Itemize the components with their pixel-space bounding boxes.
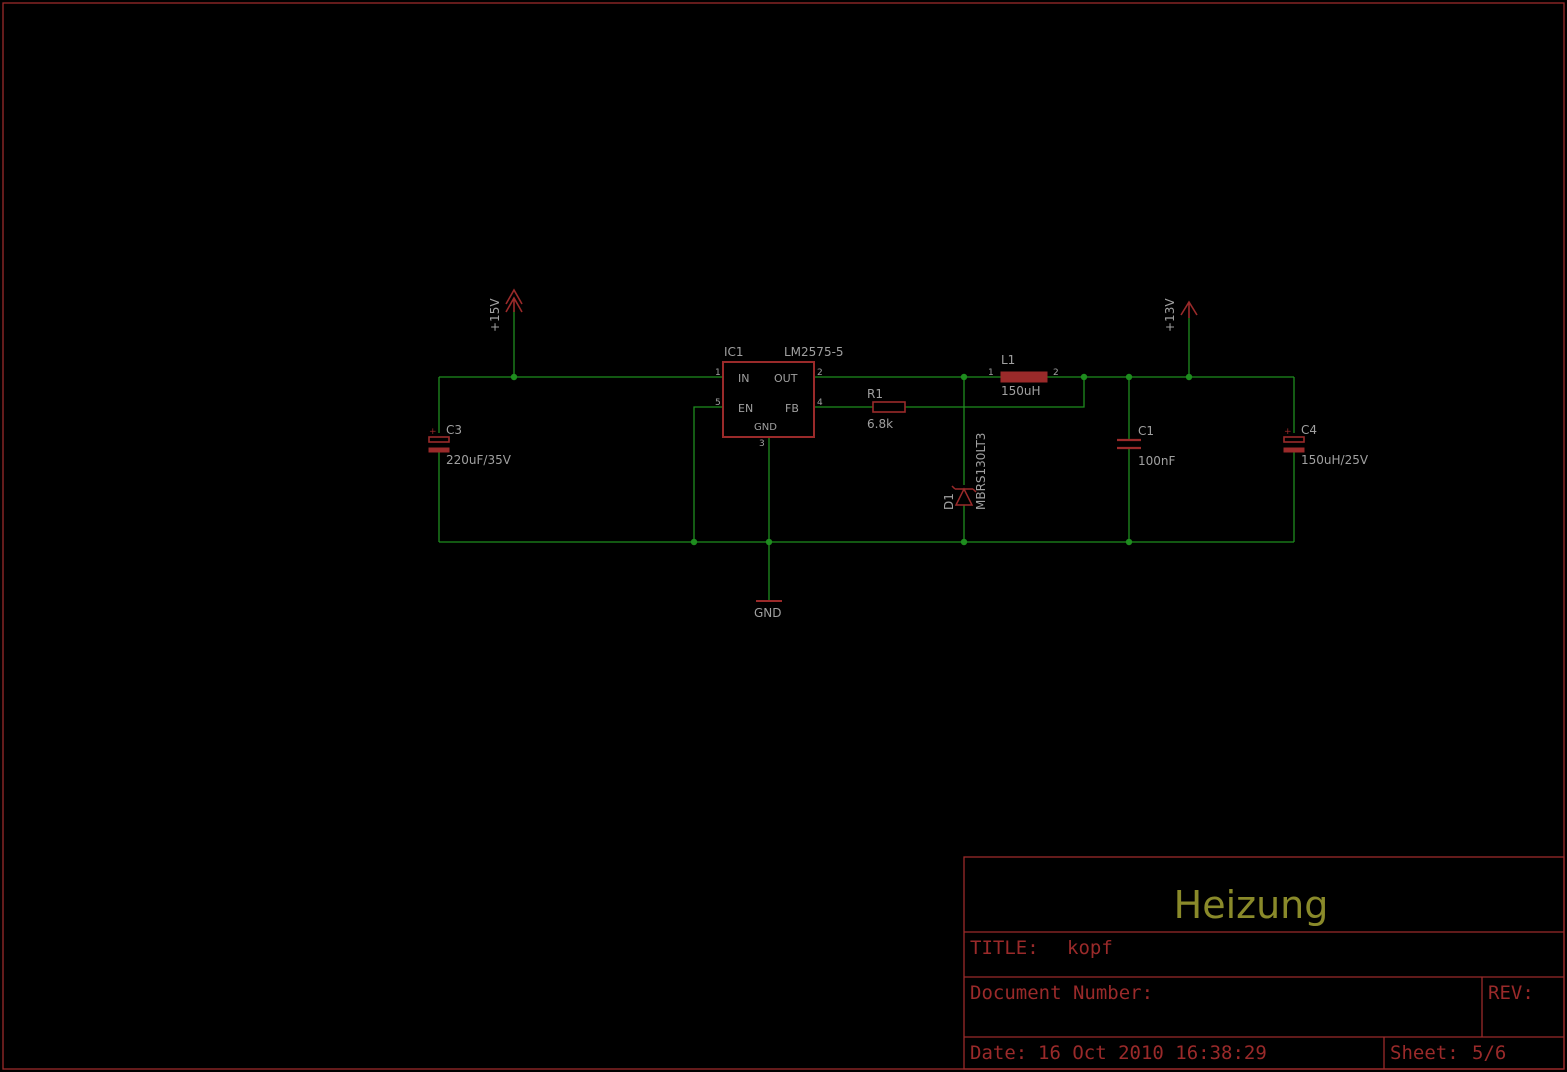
ic1-pin4-number: 4 [817, 398, 823, 408]
junctions [510, 373, 1193, 546]
ic1-pin-in-name: IN [738, 372, 749, 385]
title-block: Heizung TITLE: kopf Document Number: REV… [963, 856, 1565, 1070]
r1-value: 6.8k [867, 417, 893, 431]
junction [1185, 373, 1193, 381]
ic1-pin-out-name: OUT [774, 372, 798, 385]
junction [960, 373, 968, 381]
c1-value: 100nF [1138, 454, 1176, 468]
junction [1125, 538, 1133, 546]
d1-ref: D1 [942, 493, 956, 510]
title-label: TITLE: [970, 937, 1039, 959]
ic1-pin-en-name: EN [738, 402, 753, 415]
rev-label: REV: [1488, 982, 1534, 1004]
l1-pin2-number: 2 [1053, 368, 1059, 378]
d1-value: MBRS130LT3 [974, 433, 988, 510]
l1-pin1-number: 1 [988, 368, 994, 378]
junction [1125, 373, 1133, 381]
wire-en[interactable] [693, 406, 723, 542]
polarized-capacitor-icon [428, 436, 450, 443]
resistor-icon [872, 401, 906, 413]
capacitor-plate [1283, 447, 1305, 453]
ic1-pin-fb-name: FB [785, 402, 799, 415]
supply-vin[interactable]: +15V [488, 288, 523, 332]
ic1-pin3-number: 3 [759, 439, 765, 449]
l1-value: 150uH [1001, 384, 1041, 398]
wires [438, 310, 1295, 601]
supply-vout[interactable]: +13V [1163, 298, 1198, 332]
ic1-pin-gnd-name: GND [754, 422, 777, 433]
d1[interactable]: D1 MBRS130LT3 [942, 433, 988, 510]
junction [960, 538, 968, 546]
l1[interactable]: L1 150uH 1 2 [988, 353, 1059, 398]
title-block-frame [963, 856, 1565, 1070]
r1[interactable]: R1 6.8k [867, 387, 906, 431]
l1-ref: L1 [1001, 353, 1015, 367]
c1-ref: C1 [1138, 424, 1154, 438]
wire-r1-feedback[interactable] [905, 377, 1085, 408]
capacitor-icon [1117, 438, 1141, 450]
junction [1080, 373, 1088, 381]
sheet-value: 5/6 [1472, 1042, 1506, 1064]
junction [690, 538, 698, 546]
c3-polarity: + [429, 427, 437, 437]
ic1-value: LM2575-5 [784, 345, 844, 359]
c4[interactable]: + C4 150uH/25V [1283, 423, 1369, 467]
c4-ref: C4 [1301, 423, 1317, 437]
r1-ref: R1 [867, 387, 883, 401]
capacitor-plate [428, 447, 450, 453]
polarized-capacitor-icon [1283, 436, 1305, 443]
c4-value: 150uH/25V [1301, 453, 1369, 467]
ground-symbol[interactable]: GND [754, 600, 782, 620]
ic1[interactable]: IC1 LM2575-5 IN OUT EN FB GND 1 2 5 4 3 [715, 345, 844, 449]
junction [510, 373, 518, 381]
diode-icon [951, 485, 977, 506]
c1[interactable]: C1 100nF [1117, 424, 1176, 468]
ic1-pin1-number: 1 [715, 368, 721, 378]
date-value: 16 Oct 2010 16:38:29 [1038, 1042, 1267, 1064]
supply-vin-label: +15V [488, 298, 502, 332]
ic1-pin2-number: 2 [817, 368, 823, 378]
c4-polarity: + [1284, 427, 1292, 437]
ic1-body [722, 361, 815, 438]
supply-vout-label: +13V [1163, 298, 1177, 332]
document-number-label: Document Number: [970, 982, 1153, 1004]
c3-ref: C3 [446, 423, 462, 437]
inductor-icon [1000, 371, 1048, 383]
c3[interactable]: + C3 220uF/35V [428, 423, 512, 467]
supply-arrow-icon [505, 288, 523, 313]
ic1-ref: IC1 [724, 345, 744, 359]
c3-value: 220uF/35V [446, 453, 512, 467]
project-title: Heizung [1174, 883, 1329, 927]
supply-arrow-icon [1180, 300, 1198, 318]
sheet-label: Sheet: [1390, 1042, 1459, 1064]
title-value: kopf [1067, 937, 1113, 959]
junction [765, 538, 773, 546]
ground-label: GND [754, 606, 782, 620]
ic1-pin5-number: 5 [715, 398, 721, 408]
date-label: Date: [970, 1042, 1027, 1064]
